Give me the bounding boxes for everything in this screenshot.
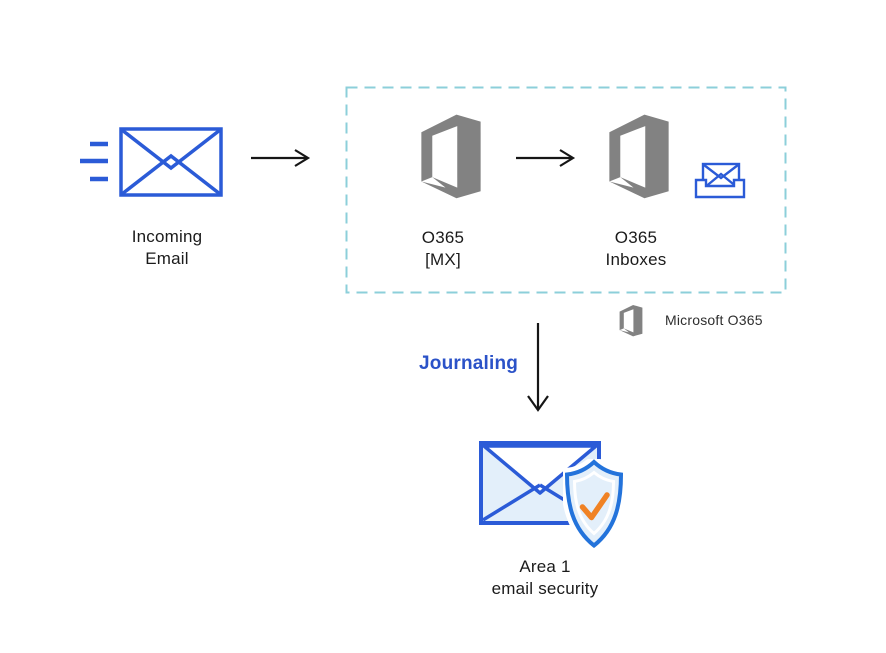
o365-inboxes-label-line1: O365 <box>614 228 658 247</box>
speed-lines-icon <box>80 141 108 182</box>
arrow-right-icon <box>251 149 311 167</box>
legend-label: Microsoft O365 <box>665 312 763 328</box>
o365-boundary-box <box>345 86 787 294</box>
o365-inboxes-label-line2: Inboxes <box>605 250 667 269</box>
incoming-email-icon <box>119 127 223 197</box>
o365-inboxes-label: O365 Inboxes <box>576 227 696 271</box>
o365-mx-label: O365 [MX] <box>383 227 503 271</box>
o365-mx-label-line1: O365 <box>421 228 465 247</box>
legend: Microsoft O365 <box>616 302 763 338</box>
arrow-right-icon <box>516 149 576 167</box>
shield-check-icon <box>563 459 625 549</box>
journaling-label: Journaling <box>419 353 519 374</box>
incoming-email-label: Incoming Email <box>107 226 227 270</box>
inbox-tray-icon <box>694 162 746 199</box>
o365-mx-label-line2: [MX] <box>425 250 461 269</box>
arrow-down-icon <box>527 323 549 412</box>
area1-label-line2: email security <box>491 579 599 598</box>
incoming-email-label-line2: Email <box>145 249 189 268</box>
office365-icon <box>619 304 643 336</box>
area1-label-line1: Area 1 <box>519 557 571 576</box>
office365-icon <box>421 114 481 199</box>
incoming-email-label-line1: Incoming <box>131 227 203 246</box>
area1-label: Area 1 email security <box>465 556 625 600</box>
office365-icon <box>609 114 669 199</box>
